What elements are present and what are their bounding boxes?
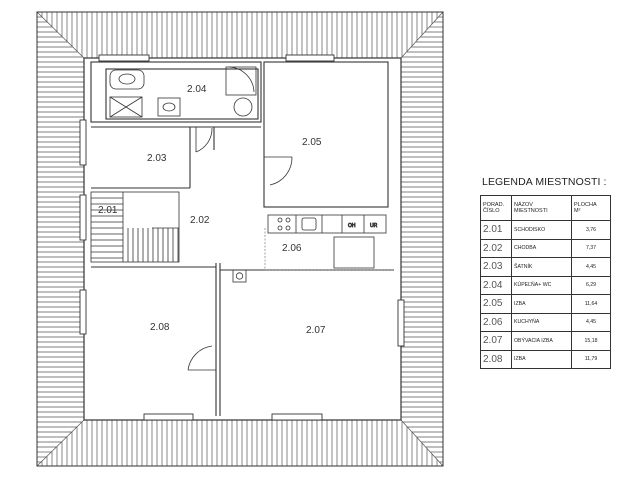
legend-row: 2.07 OBÝVACIA IZBA 15,18 — [480, 331, 611, 351]
room-label-2.08: 2.08 — [150, 322, 170, 333]
legend-row: 2.02 CHODBA 7,37 — [480, 238, 611, 258]
room-labels: 2.01 2.02 2.03 2.04 2.05 2.06 2.07 2.08 — [98, 84, 326, 336]
legend-row-name: CHODBA — [511, 238, 572, 258]
legend-row-area: 11,79 — [571, 349, 611, 369]
fixture-oh-label: OH — [348, 223, 356, 229]
legend-row-name: ŠATNÍK — [511, 257, 572, 277]
room-label-2.04: 2.04 — [187, 84, 207, 95]
chimney — [232, 269, 247, 283]
legend-row: 2.08 IZBA 11,79 — [480, 349, 611, 369]
legend-row-number: 2.07 — [480, 331, 512, 351]
room-label-2.07: 2.07 — [306, 325, 326, 336]
legend-row: 2.03 ŠATNÍK 4,45 — [480, 257, 611, 277]
dashed-partitions — [264, 228, 394, 271]
legend-row-name: KUCHYŇA — [511, 312, 572, 332]
stairs — [90, 191, 180, 263]
legend-row-area: 11,64 — [571, 294, 611, 314]
bathroom-fixtures — [109, 66, 257, 118]
room-label-2.05: 2.05 — [302, 137, 322, 148]
legend-row: 2.06 KUCHYŇA 4,45 — [480, 312, 611, 332]
legend-row-name: OBÝVACIA IZBA — [511, 331, 572, 351]
legend-row-number: 2.08 — [480, 349, 512, 369]
room-label-2.03: 2.03 — [147, 153, 167, 164]
legend-row-name: IZBA — [511, 349, 572, 369]
windows — [79, 54, 405, 421]
legend-row-number: 2.03 — [480, 257, 512, 277]
legend-row-area: 4,45 — [571, 257, 611, 277]
legend-row-area: 7,37 — [571, 238, 611, 258]
interior-walls — [90, 61, 394, 416]
doors — [187, 66, 293, 371]
outer-walls — [36, 11, 444, 467]
room-label-2.02: 2.02 — [190, 215, 210, 226]
legend-row: 2.05 IZBA 11,64 — [480, 294, 611, 314]
legend-header-number: PORAD.ČÍSLO — [480, 195, 512, 221]
legend-title: LEGENDA MIESTNOSTI : — [482, 176, 607, 188]
kitchen-counter: OH UR — [267, 214, 387, 269]
room-label-2.06: 2.06 — [282, 243, 302, 254]
legend-row-number: 2.04 — [480, 275, 512, 295]
roof-tiles — [36, 11, 444, 467]
legend-row-number: 2.05 — [480, 294, 512, 314]
legend-row-number: 2.02 — [480, 238, 512, 258]
legend-row-number: 2.06 — [480, 312, 512, 332]
legend-row-number: 2.01 — [480, 220, 512, 240]
room-label-2.01: 2.01 — [98, 205, 118, 216]
legend-row: 2.01 SCHODISKO 3,76 — [480, 220, 611, 240]
legend-row-area: 4,45 — [571, 312, 611, 332]
legend-row-name: SCHODISKO — [511, 220, 572, 240]
legend-row-name: IZBA — [511, 294, 572, 314]
legend-row-area: 3,76 — [571, 220, 611, 240]
legend-row-area: 6,29 — [571, 275, 611, 295]
legend-row-area: 15,18 — [571, 331, 611, 351]
fixture-ur-label: UR — [370, 223, 378, 229]
legend-row: 2.04 KÚPEĽŇA+ WC 6,29 — [480, 275, 611, 295]
legend-row-name: KÚPEĽŇA+ WC — [511, 275, 572, 295]
